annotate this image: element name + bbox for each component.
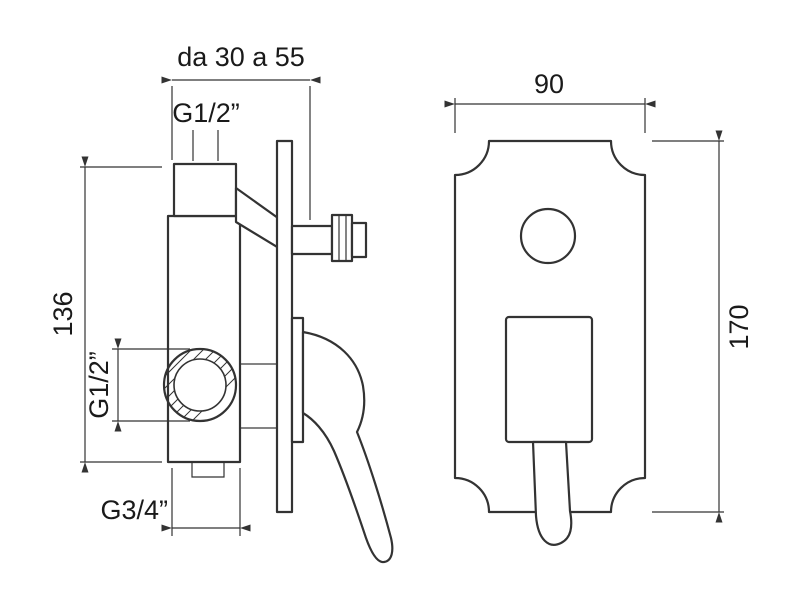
body-height-label: 136 [48, 291, 78, 336]
cartridge-neck [239, 363, 278, 429]
side-port [162, 347, 238, 423]
plate-width-label: 90 [534, 69, 564, 99]
dim-side-port: G1/2” [84, 338, 190, 432]
handle-lever-side [301, 330, 394, 564]
dim-plate-width-90: 90 [444, 69, 656, 133]
wall-plate-edge [275, 139, 294, 514]
diverter-button [519, 207, 577, 265]
outlet-tip [350, 221, 368, 259]
front-view [453, 139, 647, 546]
side-port-label: G1/2” [84, 351, 114, 419]
dim-body-height-136: 136 [48, 156, 162, 473]
bottom-outlet-label: G3/4” [100, 495, 168, 525]
handle-lever-front [531, 440, 573, 546]
side-view [162, 139, 394, 564]
valve-body [166, 214, 242, 464]
bottom-outlet-stub [191, 462, 225, 478]
dim-top-inlet: G1/2” [172, 98, 240, 161]
handle-escutcheon-front [504, 315, 594, 444]
depth-range-label: da 30 a 55 [177, 42, 305, 72]
side-port-inner-circle [173, 358, 227, 412]
top-inlet-label: G1/2” [172, 98, 240, 128]
dim-depth-range: da 30 a 55 [161, 42, 321, 220]
handle-escutcheon-edge [290, 316, 305, 444]
plate-height-label: 170 [724, 304, 754, 349]
dim-plate-height-170: 170 [652, 130, 754, 523]
side-port-outer-circle [162, 347, 238, 423]
dim-bottom-outlet: G3/4” [100, 468, 251, 536]
top-inlet-block [172, 162, 238, 218]
outlet-pipe [290, 224, 334, 256]
outlet-ridged-section [330, 213, 354, 263]
